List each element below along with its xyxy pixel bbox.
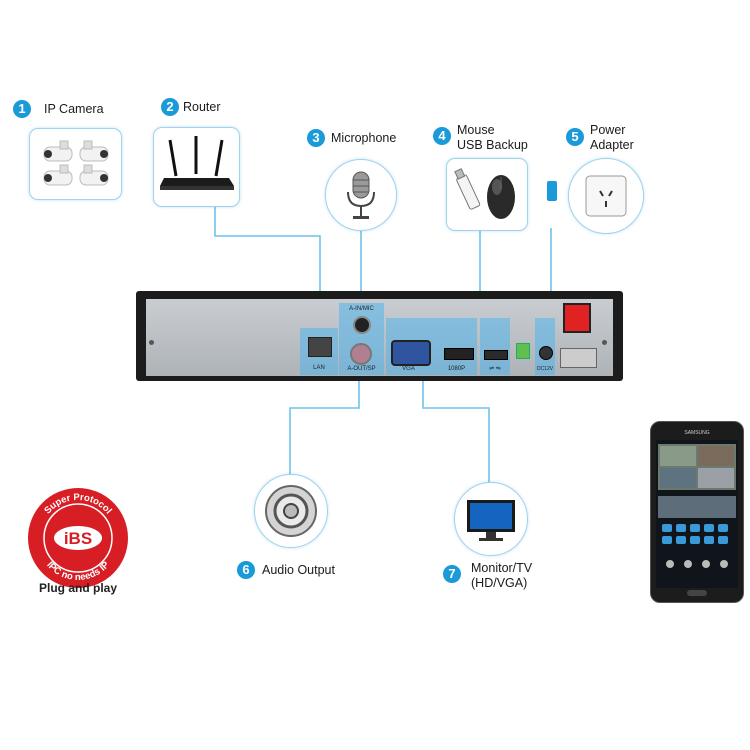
power-adapter-label: Power Adapter — [590, 123, 634, 153]
plug-and-play-label: Plug and play — [38, 581, 117, 595]
usb-port — [484, 350, 508, 360]
mic-port-label: A-IN/MIC — [349, 306, 374, 312]
ip-camera-box — [29, 128, 122, 200]
lan-port — [308, 337, 332, 357]
smartphone: SAMSUNG — [650, 421, 744, 603]
ibs-badge: iBS Super Protocol IPC no needs IP — [28, 488, 128, 588]
microphone-box — [325, 159, 397, 231]
home-button — [687, 590, 707, 596]
step-2-number: 2 — [161, 98, 179, 116]
usb-highlight — [480, 318, 510, 375]
speaker-icon — [265, 485, 317, 537]
hd-vga-label: (HD/VGA) — [471, 576, 528, 590]
mouse-usb-label: Mouse USB Backup — [457, 123, 528, 153]
router-box — [153, 127, 240, 207]
terminal-block — [516, 343, 530, 359]
vga-port — [391, 340, 431, 366]
microphone-icon — [347, 171, 375, 219]
monitor-icon — [467, 500, 515, 541]
power-switch — [563, 303, 591, 333]
dc-power-jack — [539, 346, 553, 360]
screw-left-icon — [149, 340, 154, 345]
router-label: Router — [183, 100, 221, 114]
screw-right-icon — [602, 340, 607, 345]
usb-port-label: ⇌ ⇋ — [489, 366, 501, 372]
mic-jack — [353, 316, 371, 334]
step-3-number: 3 — [307, 129, 325, 147]
hdmi-port-label: 1080P — [447, 366, 466, 372]
audio-output-label: Audio Output — [262, 563, 335, 577]
smartphone-icon — [658, 444, 736, 568]
step-4-number: 4 — [433, 127, 451, 145]
step-6-number: 6 — [237, 561, 255, 579]
power-socket-icon — [585, 175, 627, 217]
usb-drive-icon — [454, 168, 481, 210]
ibs-logo-icon: iBS Super Protocol IPC no needs IP — [31, 491, 125, 585]
audio-output-box — [254, 474, 328, 548]
audio-out-port-label: A-OUT/SP — [347, 366, 376, 372]
lan-port-label: LAN — [313, 365, 325, 371]
hdmi-port — [444, 348, 474, 360]
step-5-number: 5 — [566, 128, 584, 146]
camera-icon — [43, 140, 109, 186]
mouse-label: Mouse — [457, 123, 495, 137]
microphone-label: Microphone — [331, 131, 397, 145]
phone-brand: SAMSUNG — [684, 430, 710, 436]
phone-screen — [656, 440, 738, 588]
ip-camera-label: IP Camera — [44, 102, 104, 116]
audio-out-jack — [350, 343, 372, 365]
monitor-box — [454, 482, 528, 556]
power-port-label: DC12V — [536, 366, 554, 372]
adapter-label: Adapter — [590, 138, 634, 152]
step-1-number: 1 — [13, 100, 31, 118]
power-socket-box — [568, 158, 644, 234]
usb-backup-label: USB Backup — [457, 138, 528, 152]
rating-label — [560, 348, 597, 368]
mouse-icon — [487, 175, 515, 219]
router-icon — [160, 136, 234, 190]
vga-port-label: VGA — [402, 366, 415, 372]
monitor-tv-label: Monitor/TV (HD/VGA) — [471, 561, 532, 591]
monitor-label: Monitor/TV — [471, 561, 533, 575]
mouse-usb-box — [446, 158, 528, 231]
power-label: Power — [590, 123, 626, 137]
power-plug-icon — [547, 181, 557, 201]
svg-text:iBS: iBS — [64, 529, 92, 548]
step-7-number: 7 — [443, 565, 461, 583]
